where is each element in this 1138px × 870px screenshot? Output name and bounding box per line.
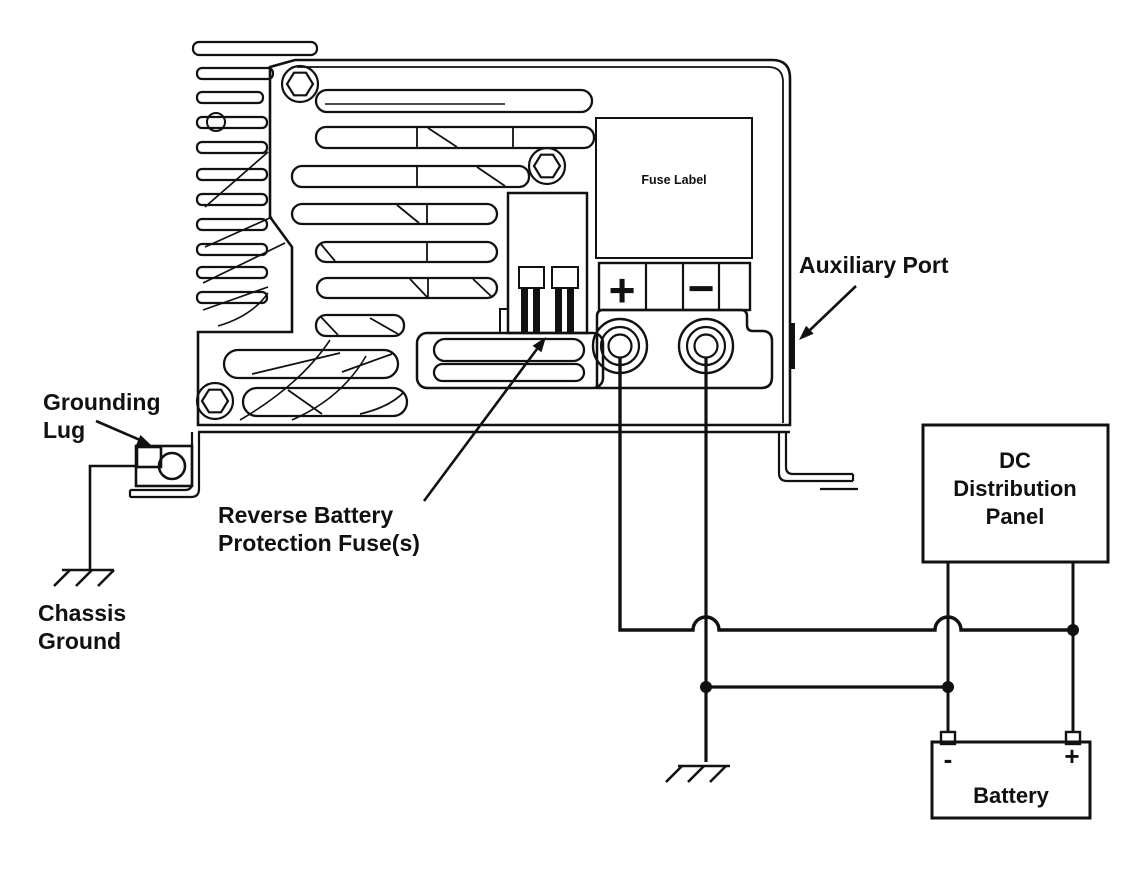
grounding-lug-label-line2: Lug [43,417,85,443]
mounting-bracket-right [777,432,858,491]
battery-label: Battery [973,783,1050,808]
battery: - + Battery [930,730,1092,820]
heatsink-fin [195,66,275,81]
hex-bolt-icon [280,64,320,104]
dc-panel-label-line3: Panel [986,504,1045,529]
heatsink-fin [195,192,269,207]
fuse [518,266,545,333]
heatsink-fin [195,167,269,182]
fuse [551,266,579,333]
wiring [53,357,1079,783]
vent-slot [222,348,400,380]
reverse-fuse-label-line2: Protection Fuse(s) [218,530,420,556]
battery-box [930,740,1092,820]
chassis-ground-symbol [665,764,730,783]
hex-bolt-icon [195,381,235,421]
vent-slot [241,386,409,418]
vent-slot [314,313,406,338]
vent-slot [432,362,586,383]
junction-dot [942,681,954,693]
reverse-fuse-label-line1: Reverse Battery [218,502,393,528]
vent-slot [314,125,596,150]
terminal-negative-symbol: − [688,262,715,314]
junction-dot [700,681,712,693]
grounding-lug [134,444,194,488]
fuse-holder [499,191,589,335]
dc-distribution-panel: DC Distribution Panel [921,423,1110,564]
dc-panel-label-line1: DC [999,448,1031,473]
terminal-strip: + − [597,261,752,316]
vent-slots [222,88,596,418]
heatsink-fin [195,290,269,305]
converter-body [196,58,792,427]
auxiliary-port-arrow [799,285,857,340]
vent-slot [315,276,499,300]
battery-negative-symbol: - [944,744,953,774]
converter-body-inner-line [297,66,784,423]
heatsink-fin [195,140,269,155]
dc-panel-label-line2: Distribution [953,476,1076,501]
auxiliary-port-label: Auxiliary Port [799,252,949,278]
chassis-ground-label-line2: Ground [38,628,121,654]
battery-positive-symbol: + [1064,741,1079,771]
heatsink-fin [195,115,269,130]
hex-bolt-icon [527,146,567,186]
reverse-fuse-arrow [422,337,546,502]
grounding-lug-label-line1: Grounding [43,389,161,415]
chassis-ground-symbol [53,568,115,587]
heatsink-fin [195,265,269,280]
battery-terminal-negative [939,730,957,746]
fan-accent-lines [202,151,367,421]
chassis-ground-label-line1: Chassis [38,600,126,626]
vent-slot [290,202,499,226]
terminal-positive-symbol: + [609,264,636,316]
ground-wire-lug [88,464,136,570]
wire-positive [618,357,1073,632]
heatsink-fin [195,90,265,105]
fuse-label-text: Fuse Label [641,173,706,187]
heatsink-fin [195,242,269,257]
battery-terminal-positive [1064,730,1082,746]
grounding-lug-arrow [95,419,152,446]
fin-hole [206,112,226,132]
auxiliary-port-tab [789,323,795,369]
heatsink-fin [195,217,269,232]
vent-slot [290,164,531,189]
vent-slot [432,337,586,363]
junction-dot [1067,624,1079,636]
converter-unit: Fuse Label + − [128,40,858,499]
vent-slot [314,88,594,114]
heatsink-fin [191,40,319,57]
stud-block [595,308,774,390]
fuse-label-box [595,117,753,259]
dc-panel-box [921,423,1110,564]
fuse-holder-tab [499,308,509,334]
vent-slot [314,240,499,264]
annotations: Grounding Lug Chassis Ground Reverse Bat… [38,252,949,654]
